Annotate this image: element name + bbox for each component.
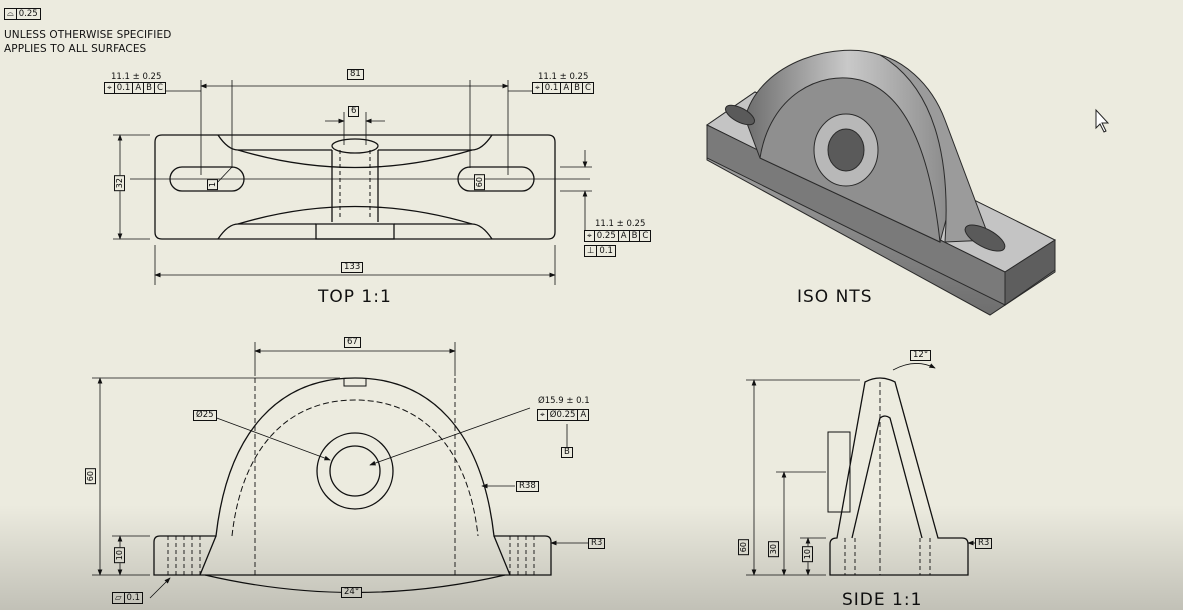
fcf-cell: Ø0.25 xyxy=(546,410,578,420)
dim-side-angle: 12° xyxy=(910,350,932,361)
top-view xyxy=(113,80,592,285)
side-view-title: SIDE 1:1 xyxy=(842,590,923,610)
general-note-line-1: UNLESS OTHERWISE SPECIFIED xyxy=(4,29,172,41)
dim-side-center: 30 xyxy=(768,541,779,558)
fcf-datum: B xyxy=(143,83,154,93)
dim-overall-width: 81 xyxy=(347,69,364,80)
dim-overall-length: 133 xyxy=(341,262,364,273)
fcf-cell: 0.1 xyxy=(113,83,133,93)
general-note-line-2: APPLIES TO ALL SURFACES xyxy=(4,43,147,55)
right-tolerance-text: 11.1 ± 0.25 xyxy=(538,72,589,82)
hole-diameter-text: Ø15.9 ± 0.1 xyxy=(538,396,590,406)
iso-view-title: ISO NTS xyxy=(797,287,873,307)
front-view xyxy=(92,342,588,599)
flatness-frame: ▱ 0.1 xyxy=(112,592,144,604)
bottom-fcf-row-1: ⌖ 0.25 A B C xyxy=(584,230,652,242)
dim-front-width: 67 xyxy=(344,337,361,348)
perpendicularity-icon: ⊥ xyxy=(587,246,595,256)
dim-front-base: 10 xyxy=(114,547,125,564)
dim-front-fillet: R3 xyxy=(588,538,606,549)
dim-bore-diameter: Ø25 xyxy=(193,410,217,421)
right-feature-control-frame: ⌖ 0.1 A B C xyxy=(532,82,594,94)
datum-b-label: B xyxy=(561,447,573,458)
mouse-cursor-icon xyxy=(1095,108,1110,133)
position-icon: ⌖ xyxy=(540,410,545,420)
profile-of-surface-icon: ⌓ xyxy=(7,9,14,19)
dim-left-height: 32 xyxy=(114,175,125,192)
fcf-datum: A xyxy=(560,83,571,93)
left-tolerance-text: 11.1 ± 0.25 xyxy=(111,72,162,82)
position-icon: ⌖ xyxy=(107,83,112,93)
dim-front-angle: 24° xyxy=(341,587,363,598)
flatness-icon: ▱ xyxy=(115,593,122,603)
bottom-fcf-row-2: ⊥ 0.1 xyxy=(584,245,616,257)
top-view-title: TOP 1:1 xyxy=(318,287,392,307)
iso-view-3d-model xyxy=(706,49,1057,316)
fcf-cell: 0.25 xyxy=(593,231,618,241)
dim-side-height: 60 xyxy=(738,539,749,556)
dim-arc-radius: R38 xyxy=(516,481,539,492)
position-icon: ⌖ xyxy=(587,231,592,241)
flatness-value: 0.1 xyxy=(123,593,143,603)
fcf-datum: B xyxy=(628,231,640,241)
hole-feature-control-frame: ⌖ Ø0.25 A xyxy=(537,409,590,421)
profile-tolerance-frame: ⌓ 0.25 xyxy=(4,8,41,20)
fcf-datum: A xyxy=(132,83,143,93)
dim-side-base: 10 xyxy=(802,546,813,563)
fcf-cell: 0.1 xyxy=(541,83,561,93)
dim-side-fillet: R3 xyxy=(975,538,993,549)
dim-right-slot: 60 xyxy=(474,174,485,191)
fcf-datum: B xyxy=(571,83,582,93)
position-icon: ⌖ xyxy=(535,83,540,93)
fcf-datum: C xyxy=(582,83,593,93)
bottom-tolerance-text: 11.1 ± 0.25 xyxy=(595,219,646,229)
dim-top-slot: 6 xyxy=(348,106,360,117)
fcf-datum: C xyxy=(154,83,165,93)
side-view xyxy=(746,363,975,576)
left-feature-control-frame: ⌖ 0.1 A B C xyxy=(104,82,166,94)
fcf-datum: C xyxy=(639,231,650,241)
fcf-datum: A xyxy=(577,410,588,420)
fcf-datum: A xyxy=(617,231,629,241)
fcf-cell: 0.1 xyxy=(596,246,615,256)
dim-left-slot: 1 xyxy=(207,179,218,191)
profile-tolerance-value: 0.25 xyxy=(15,9,40,19)
dim-front-height: 60 xyxy=(85,468,96,485)
